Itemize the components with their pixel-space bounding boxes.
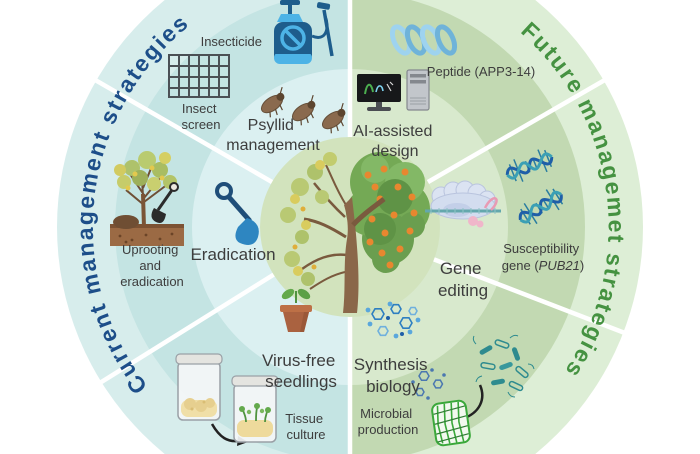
ai-assisted-design-label: AI-assisted design [353, 123, 437, 160]
bacteria-icon [472, 334, 535, 398]
insect-screen-icon [168, 54, 230, 98]
seedling-pot-icon [280, 288, 312, 332]
eradication-label: Eradication [190, 245, 275, 264]
peptide-helix-icon [389, 24, 458, 56]
gene-editing-label: Gene editing [438, 259, 488, 300]
tissue-culture-jars-icon [175, 353, 279, 446]
protein-barrel-icon [431, 399, 471, 447]
uprooting-label: Uprooting and eradication [120, 242, 184, 289]
synthesis-biology-label: Synthesis biology [354, 355, 432, 396]
psyllid-management-label: Psyllid management [226, 117, 320, 154]
insecticide-label: Insecticide [201, 34, 262, 49]
microbial-molecule-cluster-icon [411, 368, 446, 400]
uprooting-tree-icon [110, 151, 184, 246]
blue-shovel-icon [215, 182, 259, 245]
insect-screen-label: Insect screen [181, 101, 220, 132]
tissue-culture-label: Tissue culture [285, 411, 326, 442]
molecule-cluster-icon [365, 301, 421, 339]
psyllid-icon [260, 86, 346, 134]
crispr-complex-icon [425, 180, 501, 228]
dna-helix-icon [505, 149, 564, 225]
insecticide-sprayer-icon [274, 0, 334, 64]
susceptibility-gene-label: Susceptibility gene (PUB21) [502, 241, 584, 273]
virus-free-seedlings-label: Virus-free seedlings [262, 351, 340, 391]
microbial-production-label: Microbial production [358, 406, 419, 437]
jar-callus [175, 353, 223, 421]
citrus-tree-icon [280, 152, 430, 313]
ai-computer-icon [357, 69, 430, 111]
peptide-label: Peptide (APP3-14) [427, 64, 535, 79]
jar-sprouts [231, 375, 279, 443]
